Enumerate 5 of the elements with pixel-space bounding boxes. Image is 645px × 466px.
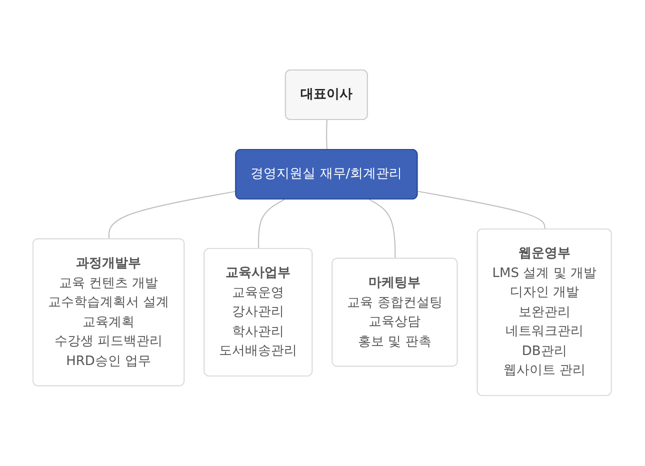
connector [108, 191, 237, 240]
connector [326, 120, 328, 151]
connector [258, 199, 286, 250]
connector [369, 199, 396, 260]
connector [417, 191, 546, 230]
